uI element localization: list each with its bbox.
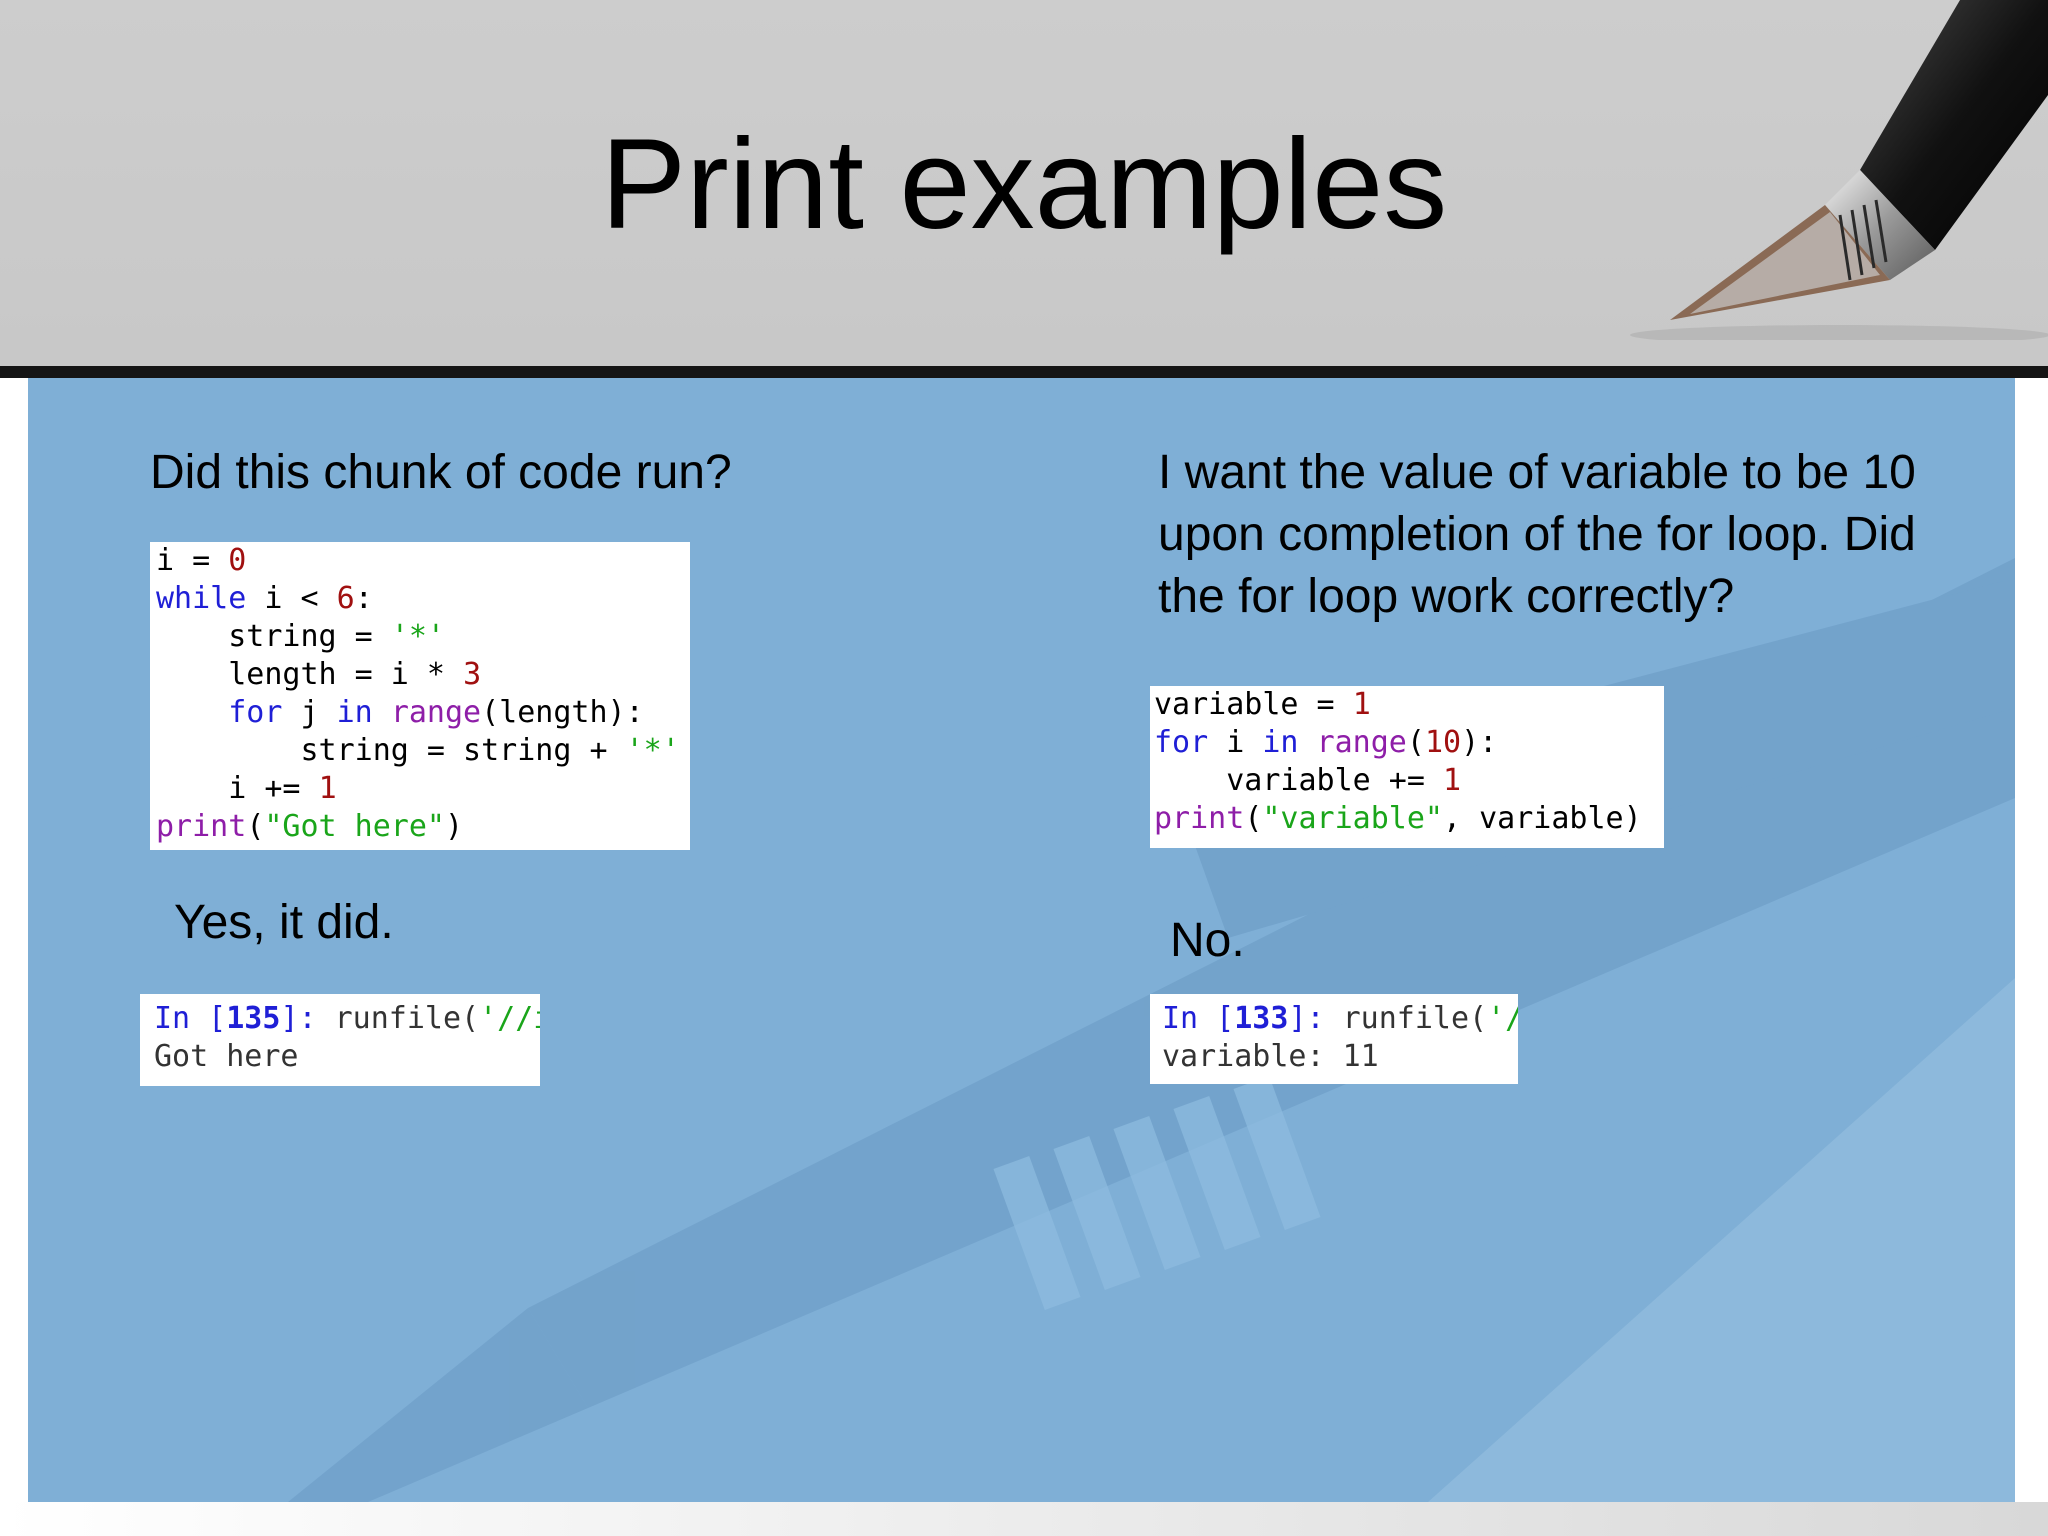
header-divider <box>0 366 2048 378</box>
left-code-snippet: i = 0 while i < 6: string = '*' length =… <box>150 542 690 850</box>
left-console-output: In [135]: runfile('//is Got here <box>140 994 540 1086</box>
fountain-pen-graphic <box>1630 0 2048 340</box>
bottom-border <box>0 1502 2048 1536</box>
right-answer: No. <box>1170 914 1245 967</box>
left-question: Did this chunk of code run? <box>150 446 732 499</box>
left-answer: Yes, it did. <box>174 896 394 949</box>
right-console-output: In [133]: runfile('/ variable: 11 <box>1150 994 1518 1084</box>
slide-title: Print examples <box>600 113 1448 256</box>
right-code-snippet: variable = 1 for i in range(10): variabl… <box>1150 686 1664 848</box>
